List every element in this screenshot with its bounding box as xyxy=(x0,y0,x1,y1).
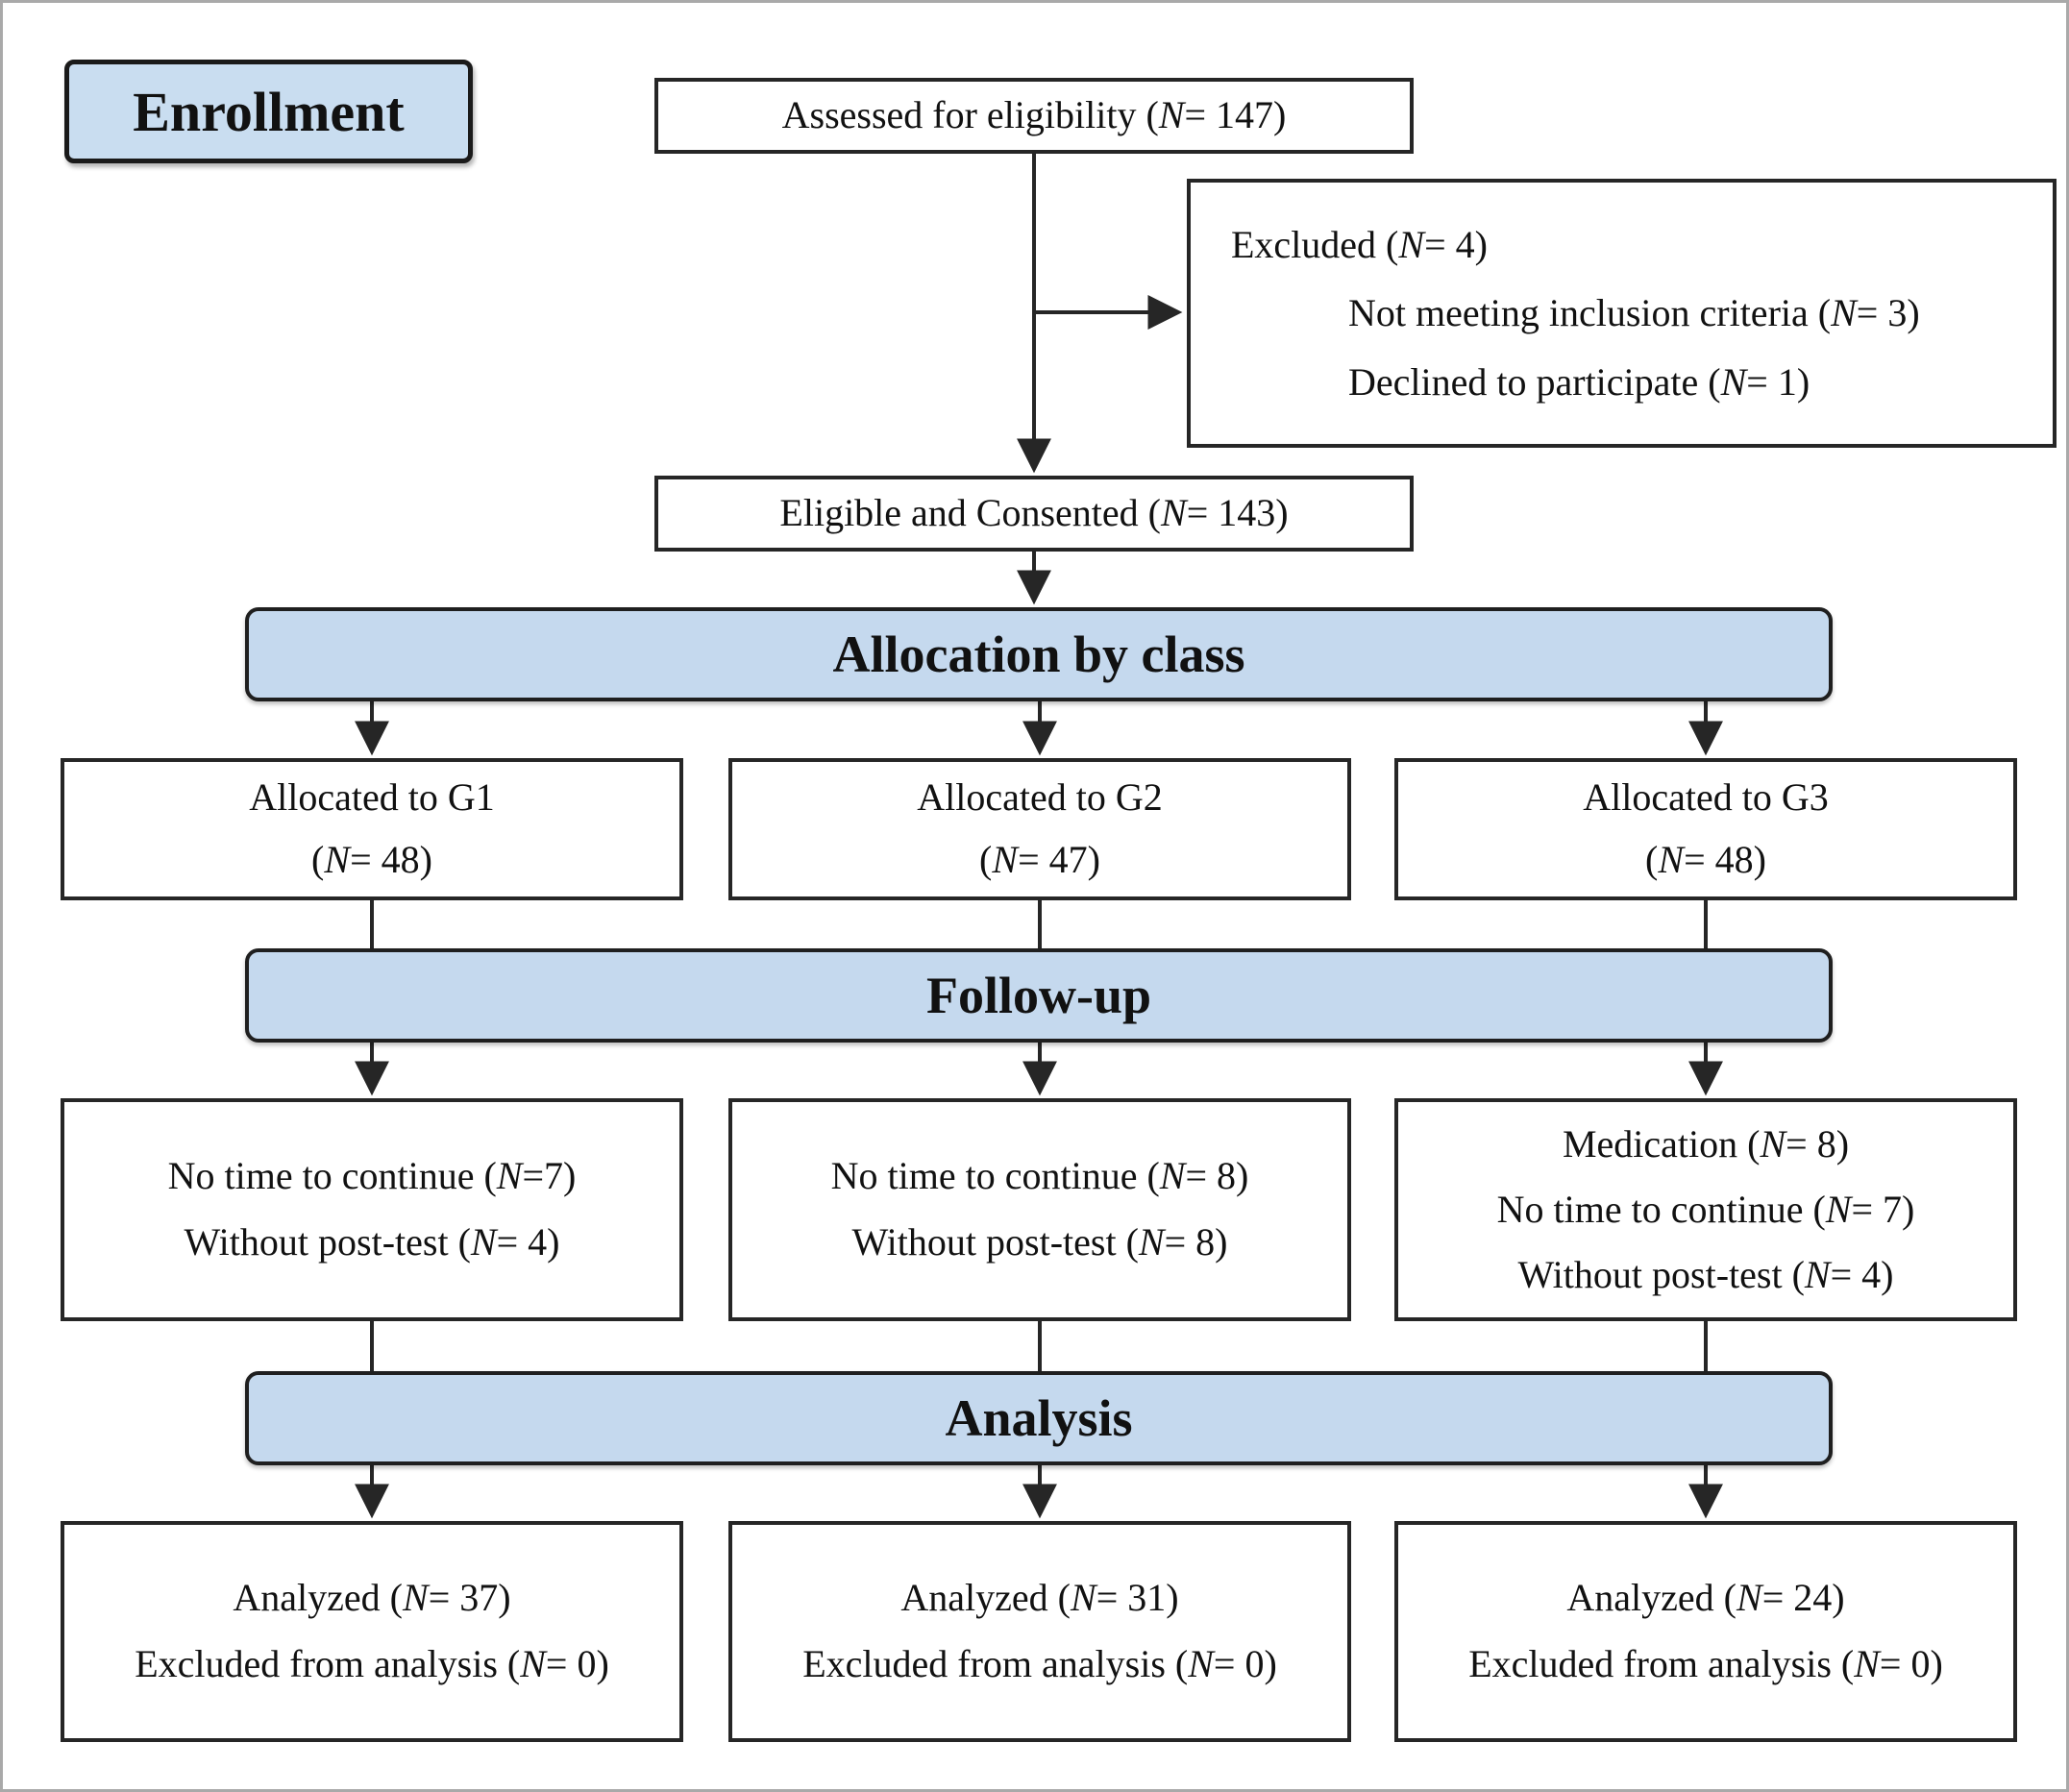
allocated-g2-line: Allocated to G2 xyxy=(917,775,1163,820)
excluded-reason: Declined to participate (N= 1) xyxy=(1348,359,1810,404)
analysis-g2-box: Analyzed (N= 31) Excluded from analysis … xyxy=(728,1521,1351,1742)
eligible-box: Eligible and Consented (N= 143) xyxy=(654,476,1414,552)
excluded-title: Excluded (N= 4) xyxy=(1231,223,1488,267)
eligible-text: Eligible and Consented (N= 143) xyxy=(779,491,1289,535)
enrollment-label: Enrollment xyxy=(64,60,473,163)
analysis-g2-line: Analyzed (N= 31) xyxy=(900,1576,1179,1620)
analysis-g1-line: Excluded from analysis (N= 0) xyxy=(135,1642,609,1685)
followup-g3-box: Medication (N= 8) No time to continue (N… xyxy=(1394,1098,2017,1321)
allocation-banner: Allocation by class xyxy=(245,607,1833,701)
followup-g1-box: No time to continue (N=7) Without post-t… xyxy=(61,1098,683,1321)
analysis-g3-line: Excluded from analysis (N= 0) xyxy=(1468,1642,1943,1685)
assessed-box: Assessed for eligibility (N= 147) xyxy=(654,78,1414,154)
analysis-g3-line: Analyzed (N= 24) xyxy=(1566,1576,1845,1620)
followup-g3-line: No time to continue (N= 7) xyxy=(1496,1188,1915,1231)
allocated-g2-count: (N= 47) xyxy=(979,838,1100,881)
analysis-g1-box: Analyzed (N= 37) Excluded from analysis … xyxy=(61,1521,683,1742)
allocated-g1-count: (N= 48) xyxy=(311,838,432,881)
followup-g3-line: Without post-test (N= 4) xyxy=(1517,1253,1894,1296)
followup-g1-line: Without post-test (N= 4) xyxy=(184,1220,560,1264)
allocated-g2-box: Allocated to G2 (N= 47) xyxy=(728,758,1351,900)
allocated-g3-box: Allocated to G3 (N= 48) xyxy=(1394,758,2017,900)
analysis-g3-box: Analyzed (N= 24) Excluded from analysis … xyxy=(1394,1521,2017,1742)
excluded-reason: Not meeting inclusion criteria (N= 3) xyxy=(1348,291,1920,335)
allocated-g1-line: Allocated to G1 xyxy=(249,775,495,820)
followup-g2-line: No time to continue (N= 8) xyxy=(830,1154,1249,1198)
allocated-g3-line: Allocated to G3 xyxy=(1583,775,1829,820)
allocated-g1-box: Allocated to G1 (N= 48) xyxy=(61,758,683,900)
followup-g3-line: Medication (N= 8) xyxy=(1562,1122,1850,1166)
analysis-g2-line: Excluded from analysis (N= 0) xyxy=(802,1642,1277,1685)
assessed-text: Assessed for eligibility (N= 147) xyxy=(781,93,1287,137)
followup-banner: Follow-up xyxy=(245,948,1833,1043)
followup-g2-box: No time to continue (N= 8) Without post-… xyxy=(728,1098,1351,1321)
analysis-banner: Analysis xyxy=(245,1371,1833,1465)
allocated-g3-count: (N= 48) xyxy=(1645,838,1766,881)
followup-g2-line: Without post-test (N= 8) xyxy=(851,1220,1228,1264)
analysis-g1-line: Analyzed (N= 37) xyxy=(233,1576,511,1620)
followup-g1-line: No time to continue (N=7) xyxy=(167,1154,577,1198)
excluded-box: Excluded (N= 4) Not meeting inclusion cr… xyxy=(1187,179,2057,448)
